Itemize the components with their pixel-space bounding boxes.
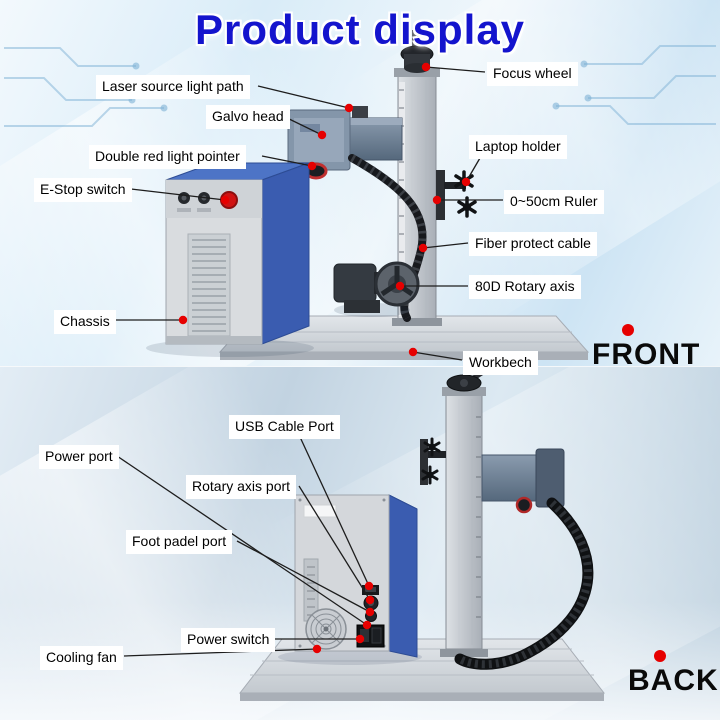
label-cooling-fan: Cooling fan bbox=[40, 646, 123, 670]
label-usb-cable-port: USB Cable Port bbox=[229, 415, 340, 439]
laptop-holder bbox=[436, 170, 477, 220]
label-rotary-axis: 80D Rotary axis bbox=[469, 275, 581, 299]
cooling-fan-grille bbox=[305, 608, 347, 650]
label-rotary-axis-port: Rotary axis port bbox=[186, 475, 297, 499]
label-e-stop-switch: E-Stop switch bbox=[34, 178, 132, 202]
back-indicator-dot bbox=[654, 650, 666, 662]
label-galvo-head: Galvo head bbox=[206, 105, 290, 129]
label-ruler: 0~50cm Ruler bbox=[504, 190, 604, 214]
label-power-port: Power port bbox=[39, 445, 119, 469]
foot-pedal-connector bbox=[365, 610, 377, 622]
page-title: Product display bbox=[194, 6, 526, 53]
label-double-red-light-pointer: Double red light pointer bbox=[89, 145, 246, 169]
column-back bbox=[440, 387, 488, 657]
label-laser-source-light-path: Laser source light path bbox=[96, 75, 250, 99]
label-power-switch: Power switch bbox=[181, 628, 276, 652]
rotary-axis bbox=[333, 261, 420, 317]
galvo-assembly-back bbox=[481, 448, 565, 514]
power-switch-rocker bbox=[360, 629, 369, 642]
label-foot-pedal-port: Foot padel port bbox=[126, 530, 233, 554]
fiber-cable-back bbox=[454, 497, 594, 670]
label-fiber-protect-cable: Fiber protect cable bbox=[469, 232, 597, 256]
label-chassis: Chassis bbox=[54, 310, 116, 334]
label-laptop-holder: Laptop holder bbox=[469, 135, 567, 159]
e-stop-button bbox=[220, 191, 238, 209]
laptop-holder-back bbox=[420, 437, 446, 485]
chassis-front bbox=[146, 162, 314, 357]
front-view-tag: FRONT bbox=[592, 324, 700, 370]
back-view-label: BACK bbox=[628, 664, 719, 697]
chassis-back bbox=[278, 494, 422, 665]
label-focus-wheel: Focus wheel bbox=[487, 62, 578, 86]
circuit-decoration bbox=[552, 45, 716, 125]
label-workbench: Workbech bbox=[463, 351, 538, 375]
front-indicator-dot bbox=[622, 324, 634, 336]
back-view-tag: BACK bbox=[628, 650, 719, 696]
front-view-label: FRONT bbox=[592, 338, 701, 371]
